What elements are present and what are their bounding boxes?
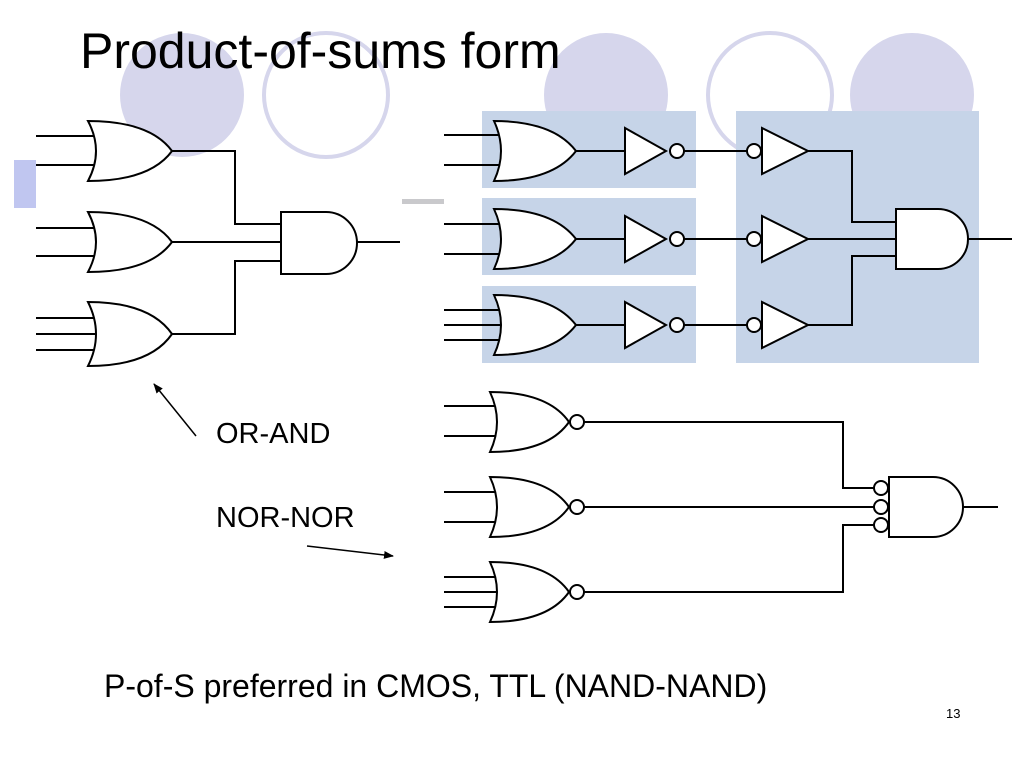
- and-gate: [280, 211, 358, 275]
- or-gate: [492, 207, 578, 271]
- nor-nor-label: NOR-NOR: [216, 502, 355, 534]
- buffer: [761, 300, 811, 350]
- nor-gate: [488, 560, 571, 624]
- or-gate: [492, 293, 578, 357]
- inverter: [624, 214, 669, 264]
- nor-gate: [488, 475, 571, 539]
- nor-gate: [488, 390, 571, 454]
- or-gate: [86, 210, 174, 274]
- buffer: [761, 214, 811, 264]
- inverter: [624, 300, 669, 350]
- page-number: 13: [946, 706, 961, 721]
- accent-dash: [402, 199, 444, 204]
- nor-nor-circuit: [444, 390, 998, 624]
- arrow-to-nor-nor: [306, 545, 394, 559]
- arrow-to-or-and: [153, 383, 197, 437]
- and-gate-inverted-inputs: [888, 476, 964, 538]
- inverter: [624, 126, 669, 176]
- buffer: [761, 126, 811, 176]
- or-gate: [492, 119, 578, 183]
- decor-circle: [120, 33, 244, 157]
- slide-title: Product-of-sums form: [80, 23, 561, 79]
- or-inv-and-circuit: [444, 119, 1012, 357]
- footnote: P-of-S preferred in CMOS, TTL (NAND-NAND…: [104, 668, 768, 704]
- and-gate: [895, 208, 969, 270]
- accent-block: [14, 160, 36, 208]
- or-and-label: OR-AND: [216, 418, 331, 450]
- or-gate: [86, 300, 174, 368]
- or-and-circuit: [36, 119, 400, 368]
- decor-circle: [262, 31, 390, 159]
- or-gate: [86, 119, 174, 183]
